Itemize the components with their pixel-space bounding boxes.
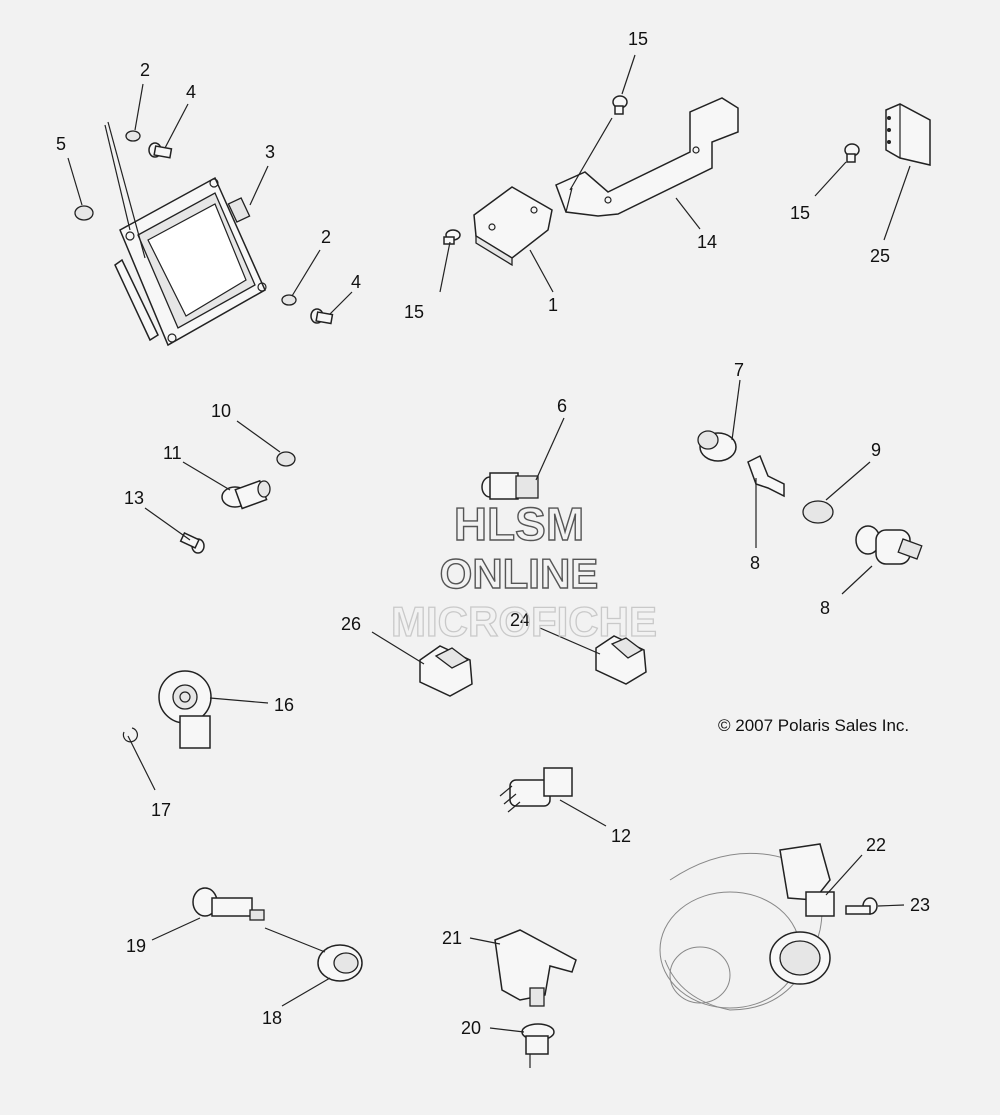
nut-9 bbox=[802, 500, 834, 524]
knock-sensor bbox=[158, 670, 212, 749]
switch-26 bbox=[419, 645, 473, 697]
key-8a bbox=[747, 454, 785, 498]
callout-4a: 4 bbox=[186, 82, 196, 102]
callout-11: 11 bbox=[163, 443, 182, 463]
callout-16: 16 bbox=[274, 695, 294, 715]
callout-22: 22 bbox=[866, 835, 886, 855]
callout-15c: 15 bbox=[790, 203, 810, 223]
clip-17 bbox=[122, 727, 138, 743]
cap-7 bbox=[697, 430, 737, 462]
plug-20 bbox=[521, 1023, 555, 1055]
grommet-5 bbox=[74, 205, 94, 221]
o-ring-10 bbox=[276, 451, 296, 467]
watermark-line-2: ONLINE bbox=[440, 550, 599, 597]
grommet-18 bbox=[317, 944, 363, 982]
sensor-19 bbox=[192, 887, 265, 921]
callout-8b: 8 bbox=[820, 598, 830, 618]
callout-7: 7 bbox=[734, 360, 744, 380]
callout-12: 12 bbox=[611, 826, 631, 846]
callout-5: 5 bbox=[56, 134, 66, 154]
washer-2b bbox=[281, 294, 297, 306]
washer-2a bbox=[125, 130, 141, 142]
map-sensor bbox=[494, 929, 577, 1007]
callout-15a: 15 bbox=[628, 29, 648, 49]
mounting-bracket bbox=[555, 97, 739, 217]
callout-23: 23 bbox=[910, 895, 930, 915]
callout-1: 1 bbox=[548, 295, 558, 315]
callout-10: 10 bbox=[211, 401, 231, 421]
callout-24: 24 bbox=[510, 610, 530, 630]
switch-8b bbox=[855, 525, 923, 565]
screw-15c bbox=[844, 143, 860, 163]
leader-lines bbox=[67, 54, 911, 1068]
screw-15a bbox=[612, 95, 628, 115]
callout-18: 18 bbox=[262, 1008, 282, 1028]
watermark-line-1: HLSM bbox=[454, 498, 584, 550]
screw-15b bbox=[443, 229, 461, 245]
callout-25: 25 bbox=[870, 246, 890, 266]
sensor-11 bbox=[221, 479, 271, 510]
callout-21: 21 bbox=[442, 928, 462, 948]
bolt-4b bbox=[310, 308, 334, 325]
callout-26: 26 bbox=[341, 614, 361, 634]
callout-8a: 8 bbox=[750, 553, 760, 573]
callout-15b: 15 bbox=[404, 302, 424, 322]
connector-block bbox=[885, 103, 931, 166]
ecu-module bbox=[114, 176, 267, 347]
callout-20: 20 bbox=[461, 1018, 481, 1038]
callout-13: 13 bbox=[124, 488, 144, 508]
callout-14: 14 bbox=[697, 232, 717, 252]
callout-2a: 2 bbox=[140, 60, 150, 80]
callout-9: 9 bbox=[871, 440, 881, 460]
watermark-line-3: MICROFICHE bbox=[391, 598, 657, 645]
throttle-body bbox=[659, 843, 835, 1011]
callout-4b: 4 bbox=[351, 272, 361, 292]
bolt-23 bbox=[845, 897, 878, 915]
callout-2b: 2 bbox=[321, 227, 331, 247]
sensor-12 bbox=[499, 767, 573, 813]
callout-6: 6 bbox=[557, 396, 567, 416]
copyright-notice: © 2007 Polaris Sales Inc. bbox=[718, 716, 909, 735]
switch-24 bbox=[595, 635, 647, 685]
callout-19: 19 bbox=[126, 936, 146, 956]
relay-cover bbox=[473, 186, 553, 267]
bolt-4a bbox=[148, 142, 173, 159]
sensor-6 bbox=[481, 472, 539, 500]
callout-3: 3 bbox=[265, 142, 275, 162]
callout-17: 17 bbox=[151, 800, 171, 820]
